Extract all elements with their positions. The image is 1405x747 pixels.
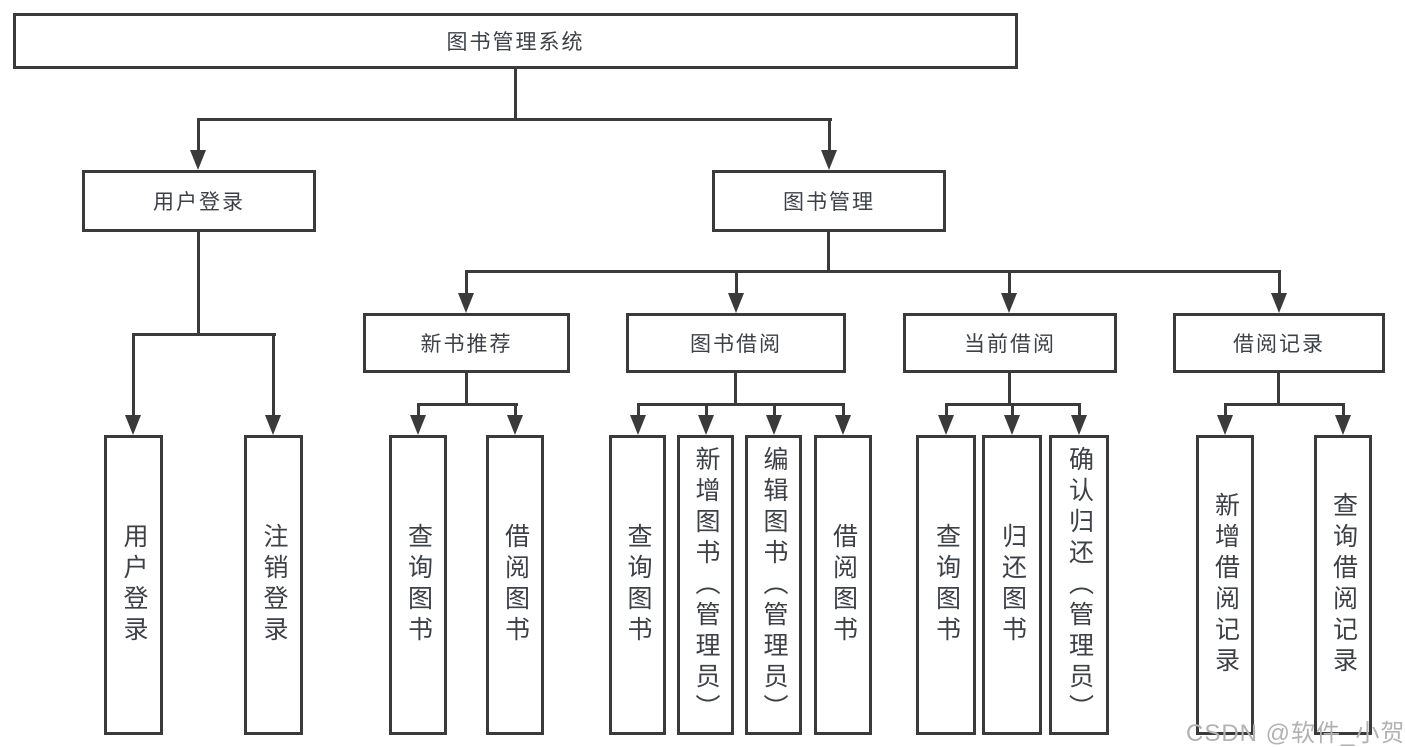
connector-line	[1277, 373, 1280, 406]
connector-line	[465, 373, 468, 406]
connector-line	[465, 270, 1281, 273]
node-label: 图书管理系统	[446, 31, 585, 54]
leaf-current-query-books: 查询图书	[916, 435, 976, 735]
leaf-confirm-return-admin: 确认归还（管理员）	[1049, 435, 1109, 735]
node-label: 当前借阅	[964, 333, 1056, 356]
node-label: 图书管理	[783, 191, 875, 214]
node-label: 新书推荐	[420, 333, 513, 356]
arrow-down-icon	[125, 415, 141, 435]
leaf-edit-books-admin: 编辑图书（管理员）	[745, 435, 802, 735]
connector-line	[828, 119, 831, 153]
connector-line	[773, 404, 776, 418]
node-current-borrowing: 当前借阅	[903, 313, 1117, 373]
leaf-add-borrow-record: 新增借阅记录	[1196, 435, 1254, 735]
leaf-label: 查询图书	[404, 523, 433, 647]
connector-line	[514, 69, 517, 120]
arrow-down-icon	[728, 293, 744, 313]
leaf-borrowing-borrow-books: 借阅图书	[814, 435, 872, 735]
leaf-label: 借阅图书	[501, 523, 530, 647]
leaf-label: 查询借阅记录	[1329, 492, 1358, 678]
arrow-down-icon	[1004, 415, 1020, 435]
connector-line	[1342, 404, 1345, 418]
node-borrow-records: 借阅记录	[1173, 313, 1385, 373]
leaf-label: 查询图书	[624, 523, 652, 647]
node-label: 用户登录	[153, 191, 245, 214]
leaf-label: 确认归还（管理员）	[1065, 445, 1094, 725]
leaf-label: 归还图书	[998, 523, 1027, 647]
node-new-book-recommend: 新书推荐	[363, 313, 570, 373]
arrow-down-icon	[1335, 415, 1351, 435]
arrow-down-icon	[835, 415, 851, 435]
connector-line	[272, 334, 275, 418]
node-user-login: 用户登录	[82, 170, 316, 232]
arrow-down-icon	[766, 415, 782, 435]
connector-line	[132, 333, 276, 336]
connector-line	[465, 271, 468, 296]
leaf-label: 查询图书	[932, 523, 961, 647]
connector-line	[1011, 404, 1014, 418]
connector-line	[514, 404, 517, 418]
connector-line	[827, 232, 830, 272]
connector-line	[1078, 404, 1081, 418]
arrow-down-icon	[190, 150, 206, 170]
connector-line	[197, 232, 200, 336]
connector-line	[132, 334, 135, 418]
arrow-down-icon	[1071, 415, 1087, 435]
leaf-add-books-admin: 新增图书（管理员）	[677, 435, 734, 735]
leaf-label: 借阅图书	[829, 523, 858, 647]
node-label: 借阅记录	[1233, 333, 1325, 356]
arrow-down-icon	[507, 415, 523, 435]
leaf-recommend-query-books: 查询图书	[389, 435, 447, 735]
arrow-down-icon	[938, 415, 954, 435]
leaf-user-login: 用户登录	[104, 435, 163, 735]
arrow-down-icon	[410, 415, 426, 435]
node-book-management: 图书管理	[712, 170, 946, 232]
node-book-borrowing: 图书借阅	[626, 313, 846, 373]
connector-line	[637, 404, 640, 418]
arrow-down-icon	[1217, 415, 1233, 435]
connector-line	[734, 373, 737, 406]
csdn-watermark: CSDN @软件_小贺同学	[1186, 720, 1405, 747]
arrow-down-icon	[821, 150, 837, 170]
leaf-logout: 注销登录	[244, 435, 303, 735]
connector-line	[417, 404, 420, 418]
leaf-label: 新增借阅记录	[1211, 492, 1240, 678]
connector-line	[735, 271, 738, 296]
arrow-down-icon	[1001, 293, 1017, 313]
connector-line	[197, 118, 832, 121]
connector-line	[417, 403, 518, 406]
leaf-label: 注销登录	[260, 523, 288, 647]
connector-line	[1008, 271, 1011, 296]
arrow-down-icon	[698, 415, 714, 435]
arrow-down-icon	[265, 415, 281, 435]
connector-line	[1224, 404, 1227, 418]
leaf-borrowing-query-books: 查询图书	[609, 435, 666, 735]
node-library-management-system: 图书管理系统	[13, 13, 1018, 69]
connector-line	[705, 404, 708, 418]
connector-line	[945, 404, 948, 418]
leaf-label: 新增图书（管理员）	[692, 445, 720, 725]
arrow-down-icon	[630, 415, 646, 435]
connector-line	[1278, 271, 1281, 296]
connector-line	[1008, 373, 1011, 406]
leaf-recommend-borrow-books: 借阅图书	[486, 435, 544, 735]
connector-line	[1224, 403, 1345, 406]
connector-line	[637, 403, 845, 406]
leaf-label: 用户登录	[120, 523, 148, 647]
connector-line	[842, 404, 845, 418]
connector-line	[197, 119, 200, 153]
leaf-query-borrow-record: 查询借阅记录	[1314, 435, 1372, 735]
leaf-return-books: 归还图书	[982, 435, 1042, 735]
arrow-down-icon	[458, 293, 474, 313]
leaf-label: 编辑图书（管理员）	[760, 445, 788, 725]
arrow-down-icon	[1271, 293, 1287, 313]
node-label: 图书借阅	[690, 333, 782, 356]
